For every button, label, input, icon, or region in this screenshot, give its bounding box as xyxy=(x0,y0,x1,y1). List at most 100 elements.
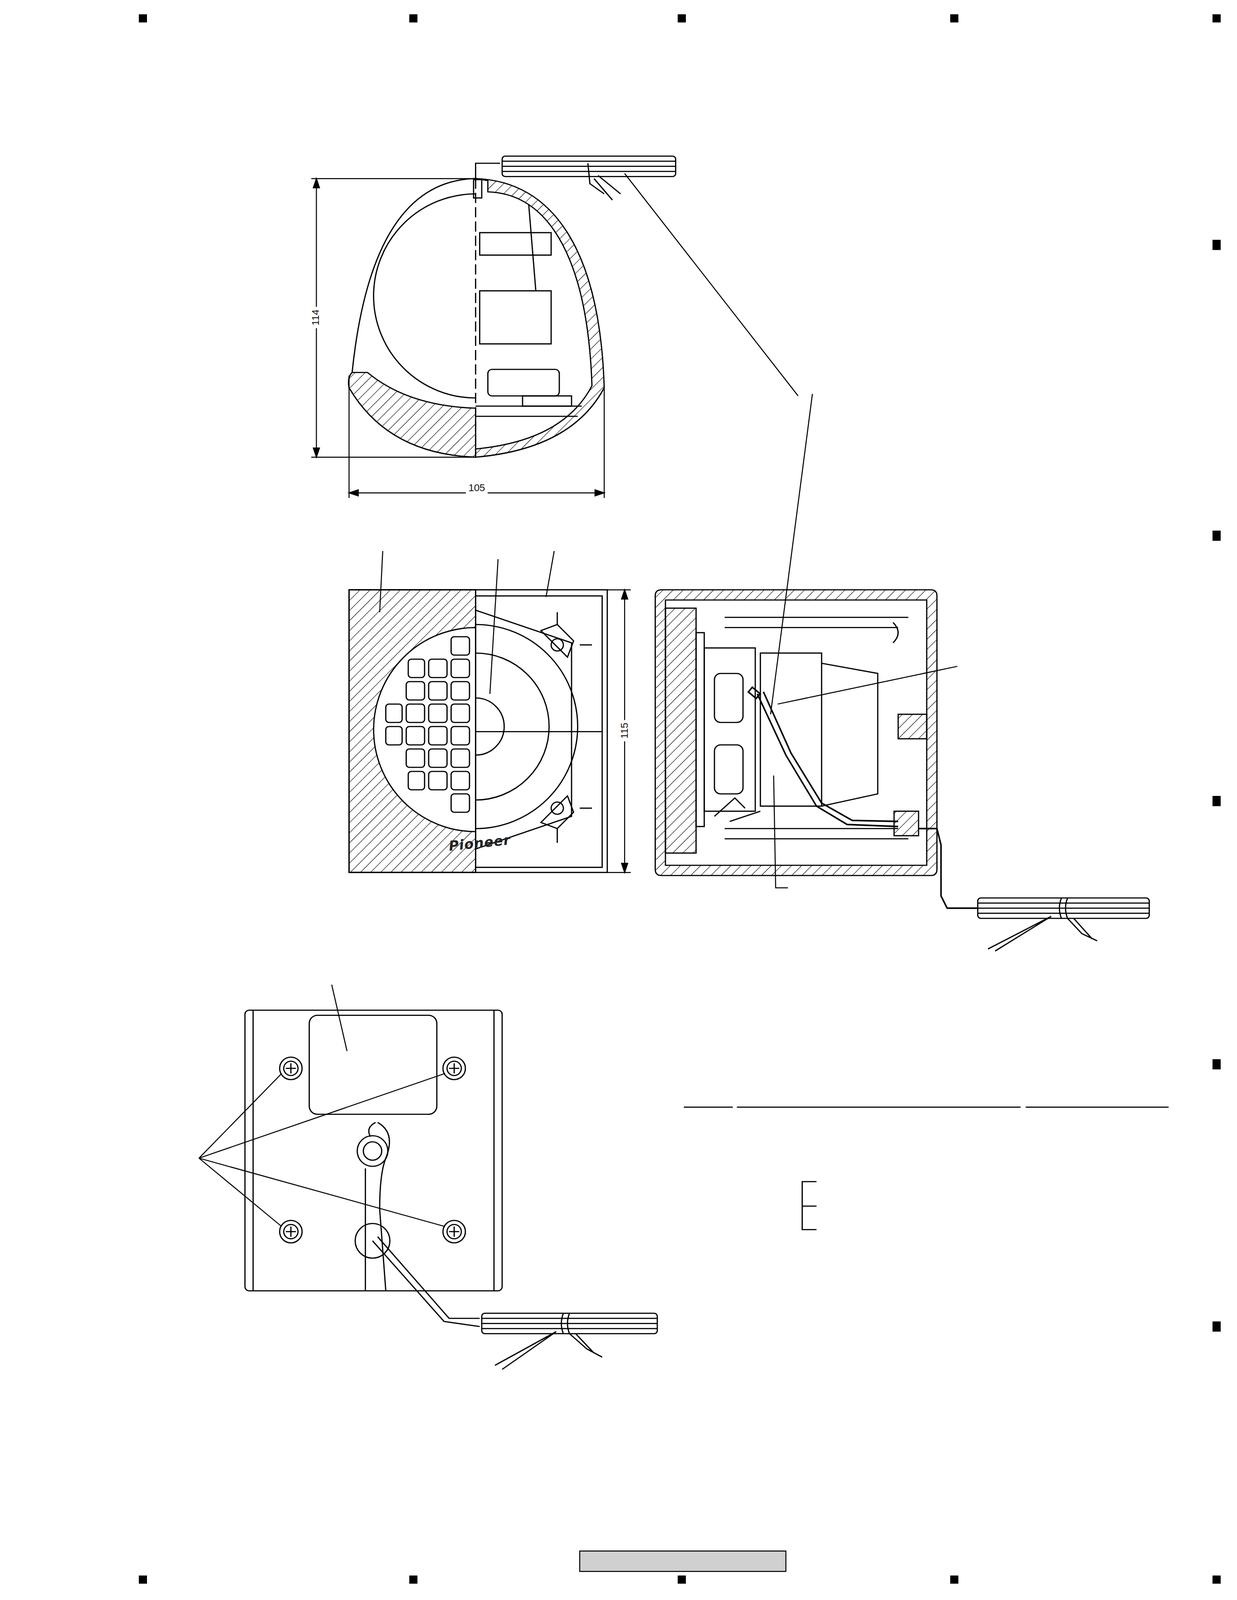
corner-marks xyxy=(138,14,1221,1585)
leader-lines-part xyxy=(773,775,789,889)
front-view-part-part xyxy=(386,726,403,746)
side-view-part xyxy=(714,798,761,822)
back-cable-part xyxy=(481,1323,658,1325)
side-cable-part xyxy=(977,907,1150,910)
dimension-value: 105 xyxy=(465,482,489,494)
side-view xyxy=(655,590,938,876)
dimension-lines-part xyxy=(311,456,476,458)
back-view-part xyxy=(365,1122,390,1291)
top-cable-part xyxy=(502,160,676,162)
front-view-part-part xyxy=(406,681,426,701)
side-cable xyxy=(977,898,1150,952)
back-cable-part xyxy=(561,1313,570,1335)
back-view-part xyxy=(309,1015,437,1115)
leader-lines xyxy=(199,173,958,1228)
corner-marks-part xyxy=(677,14,686,23)
back-view-part xyxy=(285,1227,297,1238)
front-view-part xyxy=(349,590,608,873)
leader-lines-part xyxy=(331,984,348,1052)
front-view-part-part xyxy=(451,636,470,656)
top-cable-part xyxy=(587,163,621,201)
back-view-part xyxy=(377,1237,480,1319)
side-view-part xyxy=(893,622,899,644)
side-view-part xyxy=(714,745,744,795)
front-view-part xyxy=(541,796,574,829)
front-view-part xyxy=(551,639,564,652)
front-view-part-part xyxy=(451,771,470,791)
top-view-part xyxy=(475,415,578,418)
back-cable-part xyxy=(481,1313,658,1335)
side-view-part xyxy=(898,714,927,739)
front-view-part-part xyxy=(428,749,448,768)
corner-marks-part xyxy=(950,14,959,23)
side-view-part xyxy=(665,608,697,854)
back-view-part xyxy=(357,1135,389,1167)
dimension-value: 115 xyxy=(619,719,631,742)
front-view-part xyxy=(556,612,558,625)
leader-lines-part xyxy=(624,173,799,397)
top-view-part xyxy=(352,178,476,373)
table-rules-part xyxy=(684,1106,734,1109)
side-cable-part xyxy=(977,898,1150,919)
back-cable-part xyxy=(481,1318,658,1320)
back-cable-part xyxy=(481,1328,658,1330)
side-view-part xyxy=(760,653,822,807)
side-view-part xyxy=(724,626,899,629)
dimension-lines-part xyxy=(603,387,605,499)
front-view-part-part xyxy=(451,749,470,768)
front-view xyxy=(349,590,608,873)
top-view-part xyxy=(522,396,572,407)
back-view xyxy=(244,1010,503,1328)
back-view-part xyxy=(372,1241,480,1327)
top-view-part xyxy=(475,178,605,458)
top-cable xyxy=(502,156,676,201)
front-view-part xyxy=(579,644,592,646)
speaker-wire xyxy=(748,687,978,909)
corner-marks-part xyxy=(1212,14,1221,23)
side-view-part xyxy=(655,590,938,876)
front-view-part-part xyxy=(451,704,470,724)
front-view-part-part xyxy=(428,681,448,701)
top-cable-part xyxy=(502,165,676,167)
side-view-part xyxy=(724,838,909,840)
leader-lines-part xyxy=(199,1073,445,1159)
corner-marks-part xyxy=(1212,530,1221,542)
front-view-part-part xyxy=(428,704,448,724)
front-view-part-part xyxy=(428,659,448,679)
front-view-part-part xyxy=(373,627,476,832)
back-view-part xyxy=(285,1063,297,1075)
front-view-part-part xyxy=(451,659,470,679)
corner-marks-part xyxy=(1212,1321,1221,1333)
speaker-wire-part xyxy=(763,692,899,822)
front-view-part xyxy=(349,590,476,873)
top-view xyxy=(348,163,605,458)
back-view-part xyxy=(447,1061,462,1076)
front-view-part-part xyxy=(406,726,426,746)
speaker-wire-part xyxy=(918,828,978,909)
corner-marks-part xyxy=(1212,796,1221,807)
leader-lines-part xyxy=(546,551,555,597)
top-view-part xyxy=(473,179,482,199)
side-view-part xyxy=(696,632,705,827)
side-view-part xyxy=(894,811,919,837)
top-view-part xyxy=(479,290,552,344)
back-view-part xyxy=(443,1220,466,1244)
front-view-part xyxy=(373,627,476,832)
top-view-part xyxy=(475,405,582,407)
front-view-part xyxy=(475,596,603,868)
leader-lines-part xyxy=(777,666,958,705)
front-view-part-part xyxy=(386,704,403,724)
back-cable-part xyxy=(494,1331,602,1370)
top-view-part xyxy=(479,232,552,256)
front-view-part xyxy=(551,802,564,815)
front-view-part xyxy=(579,807,592,810)
dimension-lines-part xyxy=(607,589,631,591)
back-view-part xyxy=(493,1010,495,1292)
dimension-lines-part xyxy=(348,375,350,499)
front-view-part xyxy=(475,624,578,829)
side-cable-part xyxy=(987,916,1098,952)
side-view-part xyxy=(724,616,909,619)
dimension-value: 114 xyxy=(310,306,322,328)
table-rules-part xyxy=(737,1106,1022,1109)
